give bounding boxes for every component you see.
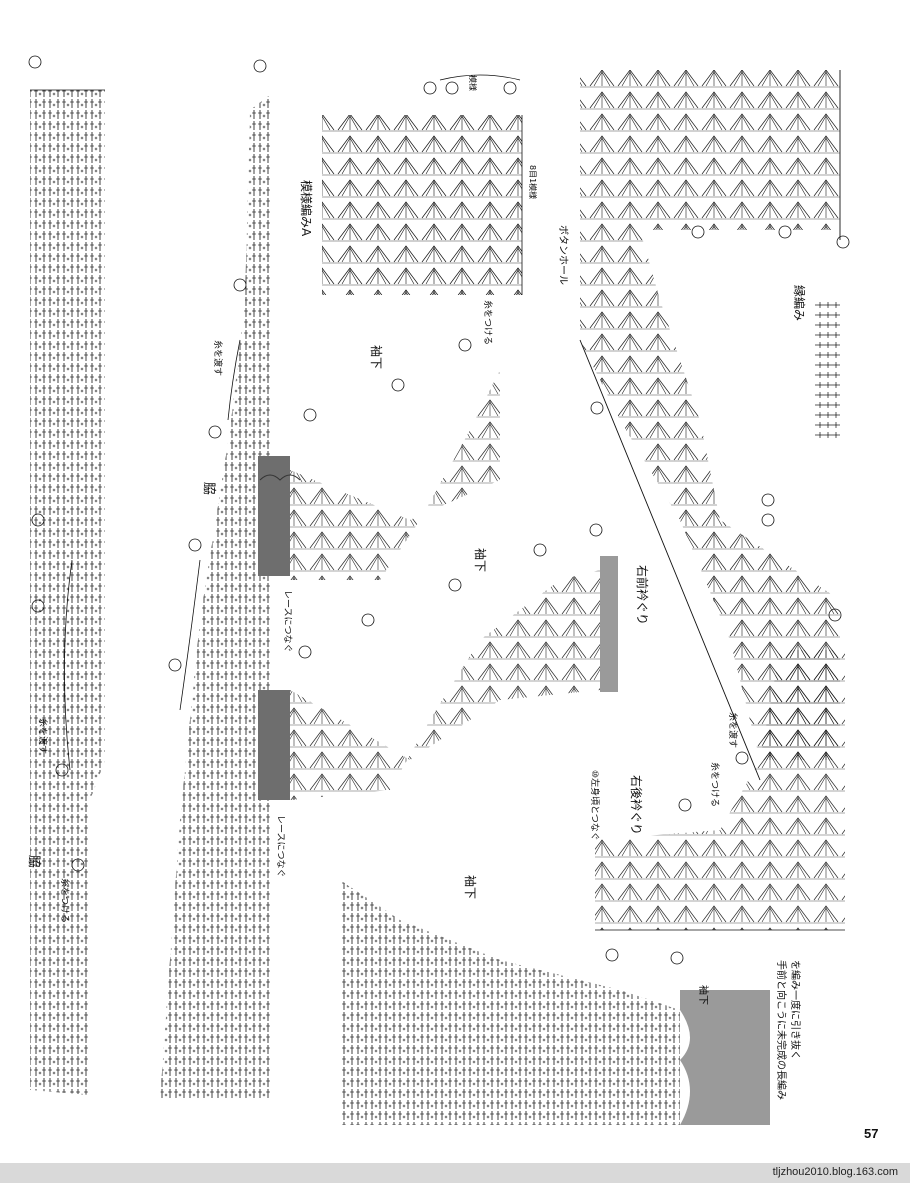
sleeve-panel-middle xyxy=(258,556,618,800)
shaded-lace-block-right xyxy=(600,556,618,692)
label-pattern-a: 模様編みA xyxy=(299,180,314,237)
label-pass-yarn-1: 糸を渡す xyxy=(37,718,49,754)
left-side-panel xyxy=(30,89,105,1095)
label-sleeve-under-small: 袖下 xyxy=(697,985,710,1005)
ribbing-swatch xyxy=(815,300,840,440)
note-line-1: 手前と向こうに未完成の長編み xyxy=(775,960,788,1100)
label-right-back-armhole: 右後衿ぐり xyxy=(629,775,644,835)
right-back-panel xyxy=(595,650,845,931)
right-front-panel xyxy=(579,70,841,781)
label-attach-yarn-3: 糸をつける xyxy=(709,762,721,807)
label-attach-yarn-1: 糸をつける xyxy=(59,878,71,923)
label-attach-yarn-2: 糸をつける xyxy=(482,300,494,345)
label-side-left: 脇 xyxy=(26,855,41,868)
sleeve-panel-lower xyxy=(340,880,770,1125)
sleeve-panel-upper xyxy=(258,370,500,580)
middle-side-panel xyxy=(160,95,270,1100)
label-pass-yarn-2: 糸を渡す xyxy=(212,340,224,376)
label-side-middle: 脇 xyxy=(201,482,216,495)
pattern-a-swatch xyxy=(322,74,523,295)
label-pattern-repeat: 模様 xyxy=(468,75,478,91)
label-join-left-back: ⑩左身頃とつなぐ xyxy=(589,770,601,841)
footer-bar: tljzhou2010.blog.163.com xyxy=(0,1163,910,1183)
page-number: 57 xyxy=(864,1126,879,1141)
note-line-2: を編み一度に引き抜く xyxy=(789,960,802,1060)
label-ribbing: 縁編み xyxy=(792,285,807,321)
label-sleeve-under-3: 袖下 xyxy=(463,875,478,899)
row-markers xyxy=(28,55,850,965)
label-lace-join-1: レースにつなぐ xyxy=(282,590,293,653)
label-sleeve-under-2: 袖下 xyxy=(473,548,488,572)
source-url: tljzhou2010.blog.163.com xyxy=(772,1166,898,1178)
label-eight-row-repeat: 8目1模様 xyxy=(528,165,538,199)
label-buttonhole: ボタンホール xyxy=(557,225,569,285)
label-lace-join-2: レースにつなぐ xyxy=(275,815,286,878)
shaded-lace-block-upper xyxy=(258,456,290,576)
shaded-lace-block-middle xyxy=(258,690,290,800)
label-sleeve-under-1: 袖下 xyxy=(369,345,384,369)
label-right-front-armhole: 右前衿ぐり xyxy=(635,565,650,625)
shaded-underarm-block xyxy=(680,990,770,1125)
label-pass-yarn-3: 糸を渡す xyxy=(727,712,739,748)
